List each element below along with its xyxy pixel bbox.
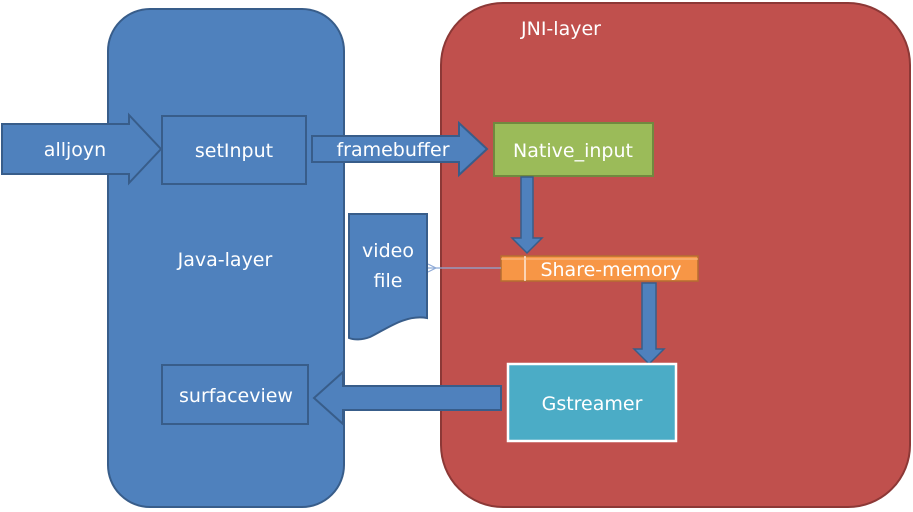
- video-file-document: [348, 213, 428, 341]
- video-file-label-line1: video: [362, 240, 414, 262]
- framebuffer-label: framebuffer: [336, 139, 449, 161]
- gstreamer-label: Gstreamer: [542, 393, 643, 415]
- native-to-share-arrow: [510, 176, 544, 255]
- setinput-box: [161, 115, 307, 185]
- framebuffer-arrow: [311, 120, 489, 178]
- share-memory-label: Share-memory: [540, 259, 681, 281]
- share-to-gstreamer-arrow: [632, 282, 666, 366]
- java-layer-label: Java-layer: [177, 249, 273, 271]
- surfaceview-box: [161, 364, 309, 425]
- native-input-label: Native_input: [513, 140, 633, 162]
- video-file-label-line2: file: [374, 270, 403, 292]
- gstreamer-box: [506, 362, 678, 443]
- alljoyn-label: alljoyn: [44, 139, 106, 161]
- native-input-box: [493, 122, 654, 177]
- setinput-label: setInput: [195, 140, 273, 162]
- jni-layer-label: JNI-layer: [520, 18, 601, 40]
- surfaceview-label: surfaceview: [179, 385, 293, 407]
- alljoyn-arrow: [1, 112, 163, 186]
- gstreamer-to-surfaceview-arrow: [312, 369, 502, 427]
